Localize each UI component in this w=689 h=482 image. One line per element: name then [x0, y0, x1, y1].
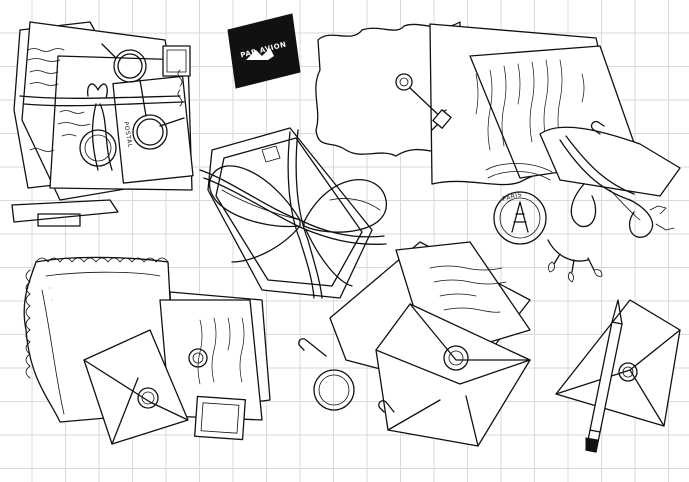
- ribbon-tied-bundle-icon: [199, 127, 387, 299]
- paris-label: PARIS: [502, 191, 523, 203]
- old-key-icon: [395, 73, 452, 131]
- torn-letter-icon: [315, 21, 681, 197]
- envelope-with-pen-icon: [555, 299, 681, 453]
- letters-and-glasses-icon: POSTAL: [11, 21, 194, 227]
- sealed-letters-icon: [83, 291, 271, 445]
- postal-label: POSTAL: [122, 121, 133, 148]
- open-envelope-icon: [298, 241, 531, 447]
- eiffel-stamp-icon: PARIS: [485, 163, 553, 245]
- scissors-icon: [547, 135, 675, 283]
- par-avion-label-icon: [227, 13, 301, 89]
